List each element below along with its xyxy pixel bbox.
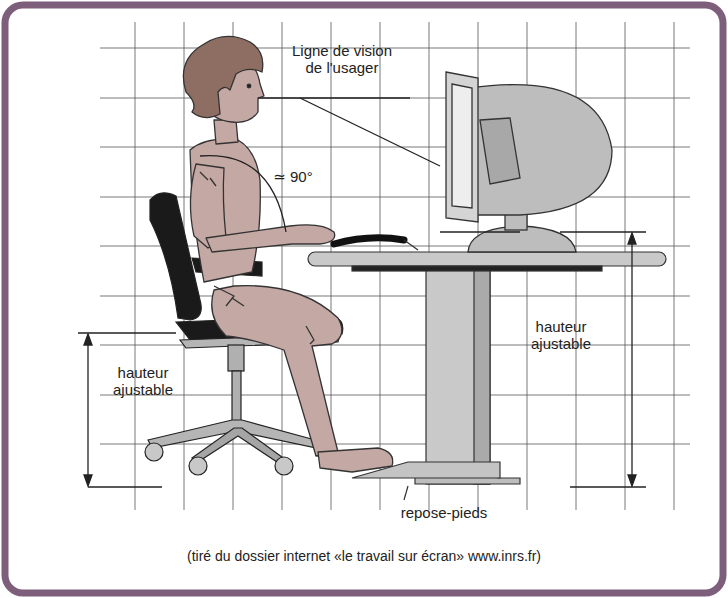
- seated-person-part: [306, 326, 314, 344]
- chair-part: [275, 457, 293, 475]
- seated-person-part: [214, 120, 238, 144]
- sight-lines: [200, 98, 440, 232]
- angle-label: ≃ 90°: [263, 168, 323, 185]
- chair-part: [189, 457, 207, 475]
- dimension-lines-part: [570, 486, 646, 487]
- keyboard-part: [334, 238, 404, 244]
- seated-person-part: [318, 448, 393, 472]
- frame-part: [5, 5, 723, 593]
- keyboard-part: [404, 240, 418, 250]
- seated-person-part: [212, 286, 342, 456]
- dimension-lines-part: [440, 231, 520, 232]
- dimension-lines-part: [628, 475, 636, 486]
- sight-lines-part: [200, 156, 286, 232]
- monitor-part: [480, 118, 520, 184]
- monitor-part: [470, 85, 612, 215]
- background-grid-part: [100, 98, 690, 99]
- seated-person-part: [190, 139, 260, 282]
- monitor-part: [452, 84, 472, 208]
- dimension-lines-part: [84, 334, 92, 345]
- seated-person-part: [214, 286, 244, 306]
- chair-part: [228, 345, 244, 371]
- background-grid-part: [100, 444, 690, 445]
- dimension-lines-part: [78, 332, 176, 333]
- desk: [308, 252, 666, 484]
- desk-part: [426, 262, 490, 484]
- desk-part: [474, 262, 490, 484]
- background-grid-part: [100, 246, 690, 247]
- dimension-lines-part: [560, 231, 646, 232]
- monitor: [446, 72, 612, 252]
- chair: [145, 193, 343, 475]
- chair-part: [192, 428, 286, 464]
- background-grid-part: [674, 22, 675, 510]
- desk-part: [352, 266, 602, 271]
- footrest-label: repose-pieds: [384, 504, 504, 521]
- desk-part: [308, 252, 666, 266]
- chair-part: [145, 443, 163, 461]
- seated-person-part: [183, 36, 262, 117]
- chair-part: [232, 371, 241, 423]
- height-label: hauteur ajustable: [100, 364, 186, 398]
- dimension-lines-part: [631, 239, 632, 480]
- seated-person-part: [206, 225, 335, 252]
- sight-lines-part: [258, 97, 410, 98]
- background-grid-part: [100, 48, 690, 49]
- height-label: hauteur ajustable: [518, 318, 604, 352]
- sight-lines-part: [300, 98, 440, 166]
- source-caption: (tiré du dossier internet «le travail su…: [187, 548, 541, 564]
- seated-person-part: [200, 172, 216, 186]
- dimension-lines-part: [88, 486, 162, 487]
- dimension-lines-part: [87, 340, 88, 480]
- background-grid-part: [100, 197, 690, 198]
- sight-line-label: Ligne de vision de l'usager: [286, 42, 398, 76]
- background-grid-part: [100, 395, 690, 396]
- background-grid-part: [135, 22, 136, 510]
- keyboard: [334, 238, 418, 250]
- seated-person-part: [247, 84, 251, 88]
- seated-person: [183, 36, 392, 472]
- background-grid: [100, 22, 690, 510]
- dimension-lines-part: [84, 475, 92, 486]
- footrest-part: [404, 486, 408, 500]
- frame: [5, 5, 723, 593]
- dimension-lines: [78, 232, 646, 487]
- monitor-part: [446, 72, 478, 222]
- dimension-lines-part: [628, 233, 636, 244]
